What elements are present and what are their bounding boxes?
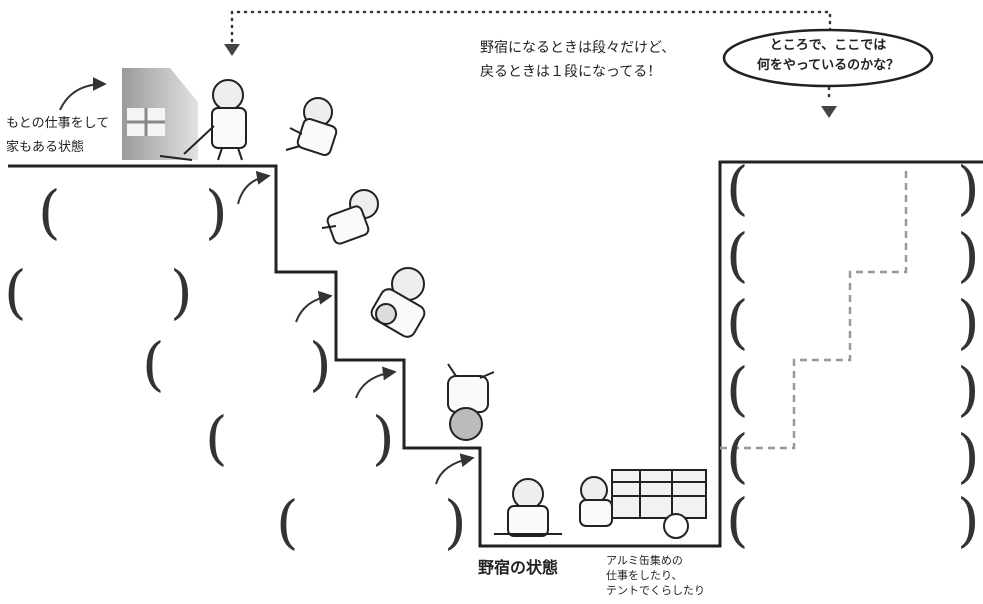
sitting-man-figure xyxy=(494,478,562,537)
top-note: 野宿になるときは段々だけど、 戻るときは１段になってる！ xyxy=(480,40,676,80)
blank-slot-close: ) xyxy=(957,154,980,222)
blank-slot-open: ( xyxy=(38,178,61,246)
blank-slot-open: ( xyxy=(4,258,27,326)
falling-man-figure xyxy=(321,189,379,245)
blank-slot-close: ) xyxy=(957,486,980,554)
step-arrow-icon xyxy=(355,366,397,399)
step-arrow-icon xyxy=(435,453,475,485)
blank-slot-open: ( xyxy=(726,221,749,289)
dotted-return-line xyxy=(230,10,832,44)
blank-slot-open: ( xyxy=(726,422,749,490)
step-arrows xyxy=(237,170,475,485)
blank-slot-close: ) xyxy=(957,288,980,356)
step-arrow-icon xyxy=(295,290,333,323)
man-pushing-cart-figure xyxy=(579,469,707,539)
blank-slot-close: ) xyxy=(205,178,228,246)
blank-slot-open: ( xyxy=(205,404,228,472)
question-text: ところで、ここでは 何をやっているのかな？ xyxy=(756,38,900,73)
left-blank-slots: ( ) ( ) ( ) ( ) ( ) xyxy=(4,178,467,556)
return-arrow-icon xyxy=(224,44,240,56)
blank-slot-close: ) xyxy=(170,258,193,326)
house-icon xyxy=(122,68,198,160)
homeless-state-label: 野宿の状態 xyxy=(478,558,559,577)
tumbling-man-figure xyxy=(370,267,426,338)
return-staircase-dashed xyxy=(720,166,908,450)
man-sweeping-figure xyxy=(159,79,247,161)
blank-slot-close: ) xyxy=(957,221,980,289)
blank-slot-open: ( xyxy=(726,486,749,554)
blank-slot-open: ( xyxy=(276,488,299,556)
blank-slot-open: ( xyxy=(726,288,749,356)
blank-slot-open: ( xyxy=(726,154,749,222)
homeless-activity-note: アルミ缶集めの 仕事をしたり、 テントでくらしたり xyxy=(606,554,705,597)
falling-man-figure xyxy=(285,97,338,156)
down-arrow-icon xyxy=(821,106,837,118)
blank-slot-open: ( xyxy=(726,355,749,423)
blank-slot-close: ) xyxy=(444,488,467,556)
question-bubble xyxy=(722,28,934,88)
right-blank-slots: ( ) ( ) ( ) ( ) ( ) ( ) xyxy=(726,154,980,554)
house-caption-arrow-icon xyxy=(59,77,107,111)
staircase-line xyxy=(8,160,983,548)
blank-slot-close: ) xyxy=(957,355,980,423)
upside-down-man-figure xyxy=(447,363,495,441)
blank-slot-open: ( xyxy=(142,330,165,398)
blank-slot-close: ) xyxy=(309,330,332,398)
blank-slot-close: ) xyxy=(957,422,980,490)
blank-slot-close: ) xyxy=(372,404,395,472)
house-caption: もとの仕事をして 家もある状態 xyxy=(6,116,110,155)
step-arrow-icon xyxy=(237,170,271,205)
